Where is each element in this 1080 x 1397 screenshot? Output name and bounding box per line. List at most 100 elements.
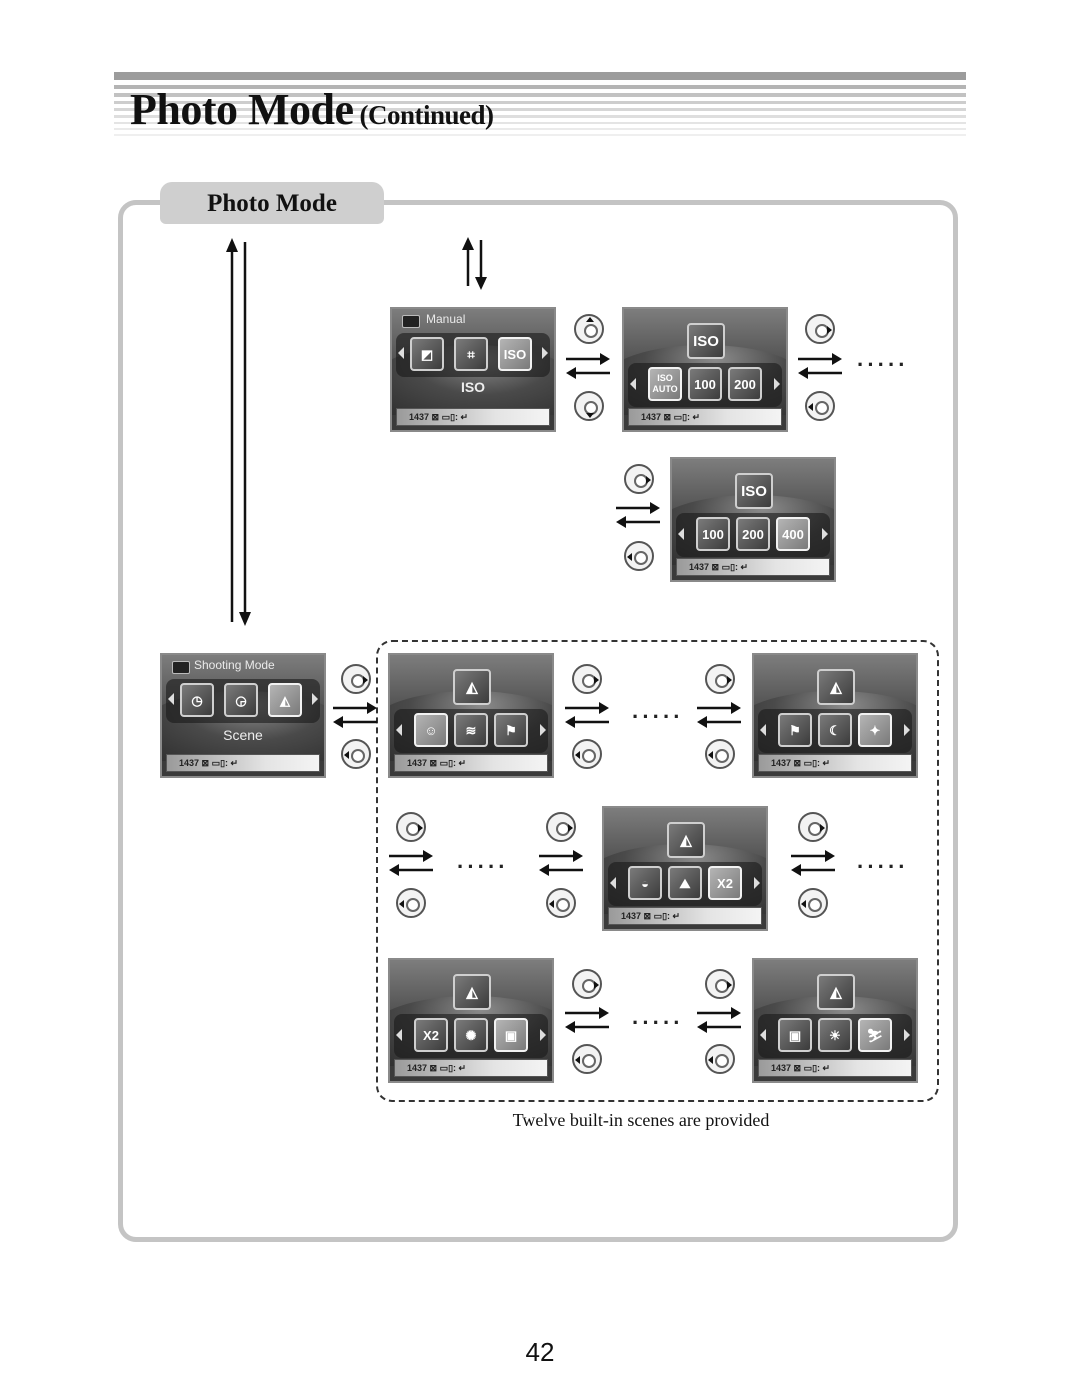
screen-scene-2: ◭ ⚑ ☾ ✦ 1437 ⊠ ▭▯: ↵ bbox=[752, 653, 918, 778]
night-scene-icon: ✦ bbox=[858, 713, 892, 747]
page-title: Photo Mode(Continued) bbox=[130, 84, 494, 135]
scene-icon: ◭ bbox=[817, 974, 855, 1010]
diagram-frame bbox=[118, 200, 958, 1242]
focus-area-icon: ⌗ bbox=[454, 337, 488, 371]
arrow-right-icon bbox=[904, 1029, 910, 1041]
dpad-right-icon bbox=[705, 664, 735, 694]
arrow-left-icon bbox=[610, 877, 616, 889]
status-bar: 1437 ⊠ ▭▯: ↵ bbox=[676, 558, 830, 576]
program-mode-icon: ◶ bbox=[224, 683, 258, 717]
iso-200-option: 200 bbox=[736, 517, 770, 551]
scenes-group bbox=[376, 640, 939, 1102]
scene-icon: ◭ bbox=[817, 669, 855, 705]
dpad-left-icon bbox=[396, 888, 426, 918]
screen-scene-3: ◭ ◒ ⛰ X2 1437 ⊠ ▭▯: ↵ bbox=[602, 806, 768, 931]
status-bar: 1437 ⊠ ▭▯: ↵ bbox=[628, 408, 782, 426]
beach-scene-icon: ⛰ bbox=[668, 866, 702, 900]
arrow-right-icon bbox=[542, 347, 548, 359]
scene-icon: ◭ bbox=[453, 974, 491, 1010]
swap-arrows-icon bbox=[616, 502, 660, 528]
iso-100-option: 100 bbox=[696, 517, 730, 551]
swap-arrows-icon bbox=[697, 702, 741, 728]
arrow-left-icon bbox=[630, 378, 636, 390]
scenes-note: Twelve built-in scenes are provided bbox=[512, 1110, 770, 1130]
dpad-left-icon bbox=[705, 739, 735, 769]
arrow-right-icon bbox=[774, 378, 780, 390]
dpad-down-icon bbox=[574, 391, 604, 421]
landscape-scene-icon: ≋ bbox=[454, 713, 488, 747]
dpad-right-icon bbox=[624, 464, 654, 494]
arrow-left-icon bbox=[760, 1029, 766, 1041]
screen-shooting-label: Shooting Mode bbox=[194, 658, 275, 672]
status-bar: 1437 ⊠ ▭▯: ↵ bbox=[608, 907, 762, 925]
dpad-right-icon bbox=[572, 664, 602, 694]
snow-scene-icon: ⛷ bbox=[858, 1018, 892, 1052]
screen-iso-400: ISO 100 200 400 1437 ⊠ ▭▯: ↵ bbox=[670, 457, 836, 582]
dpad-right-icon bbox=[396, 812, 426, 842]
up-down-arrow bbox=[462, 237, 487, 290]
dpad-left-icon bbox=[705, 1044, 735, 1074]
page-number: 42 bbox=[525, 1337, 555, 1367]
iso-400-option: 400 bbox=[776, 517, 810, 551]
arrow-left-icon bbox=[760, 724, 766, 736]
dpad-right-icon bbox=[572, 969, 602, 999]
x2-scene-icon: X2 bbox=[708, 866, 742, 900]
swap-arrows-icon bbox=[565, 702, 609, 728]
dpad-right-icon bbox=[341, 664, 371, 694]
arrow-right-icon bbox=[540, 1029, 546, 1041]
portrait-scene-icon: ☺ bbox=[414, 713, 448, 747]
night-portrait-scene-icon: ☾ bbox=[818, 713, 852, 747]
swap-arrows-icon bbox=[798, 353, 842, 379]
auto-mode-icon: ◷ bbox=[180, 683, 214, 717]
iso-title-icon: ISO bbox=[735, 473, 773, 509]
arrow-left-icon bbox=[398, 347, 404, 359]
dpad-left-icon bbox=[546, 888, 576, 918]
backlight-scene-icon: ☀ bbox=[818, 1018, 852, 1052]
fireworks-scene-icon: ✺ bbox=[454, 1018, 488, 1052]
arrow-left-icon bbox=[396, 724, 402, 736]
iso-200-option: 200 bbox=[728, 367, 762, 401]
dpad-right-icon bbox=[805, 314, 835, 344]
iso-100-option: 100 bbox=[688, 367, 722, 401]
swap-arrows-icon bbox=[566, 353, 610, 379]
status-bar: 1437 ⊠ ▭▯: ↵ bbox=[758, 1059, 912, 1077]
swap-arrows-icon bbox=[539, 850, 583, 876]
swap-arrows-icon bbox=[791, 850, 835, 876]
photo-mode-tab: Photo Mode bbox=[160, 182, 384, 224]
header-stripes bbox=[114, 72, 966, 144]
camera-icon bbox=[172, 661, 190, 674]
page-title-sub: (Continued) bbox=[359, 100, 495, 130]
dpad-right-icon bbox=[546, 812, 576, 842]
scene-icon: ◭ bbox=[667, 822, 705, 858]
dpad-left-icon bbox=[805, 391, 835, 421]
exposure-icon: ◩ bbox=[410, 337, 444, 371]
sport-scene-icon: ⚑ bbox=[494, 713, 528, 747]
arrow-right-icon bbox=[822, 528, 828, 540]
dpad-left-icon bbox=[798, 888, 828, 918]
text-scene-icon: ▣ bbox=[778, 1018, 812, 1052]
screen-manual: Manual ◩ ⌗ ISO ISO 1437 ⊠ ▭▯: ↵ bbox=[390, 307, 556, 432]
sunset-scene-icon: ◒ bbox=[628, 866, 662, 900]
arrow-right-icon bbox=[754, 877, 760, 889]
dpad-left-icon bbox=[572, 1044, 602, 1074]
arrow-right-icon bbox=[540, 724, 546, 736]
arrow-left-icon bbox=[168, 693, 174, 705]
ellipsis: ····· bbox=[457, 854, 509, 879]
dpad-right-icon bbox=[705, 969, 735, 999]
iso-title-icon: ISO bbox=[687, 323, 725, 359]
ellipsis: ····· bbox=[632, 1010, 684, 1035]
status-bar: 1437 ⊠ ▭▯: ↵ bbox=[394, 1059, 548, 1077]
swap-arrows-icon bbox=[697, 1007, 741, 1033]
screen-iso-auto: ISO ISO AUTO 100 200 1437 ⊠ ▭▯: ↵ bbox=[622, 307, 788, 432]
dpad-right-icon bbox=[798, 812, 828, 842]
vertical-double-arrow bbox=[226, 238, 251, 626]
dpad-left-icon bbox=[572, 739, 602, 769]
screen-shooting-caption: Scene bbox=[223, 727, 263, 743]
arrow-right-icon bbox=[312, 693, 318, 705]
scene-mode-icon: ◭ bbox=[268, 683, 302, 717]
screen-scene-5: ◭ ▣ ☀ ⛷ 1437 ⊠ ▭▯: ↵ bbox=[752, 958, 918, 1083]
iso-auto-option: ISO AUTO bbox=[648, 367, 682, 401]
status-bar: 1437 ⊠ ▭▯: ↵ bbox=[166, 754, 320, 772]
dpad-up-icon bbox=[574, 314, 604, 344]
dpad-left-icon bbox=[341, 739, 371, 769]
